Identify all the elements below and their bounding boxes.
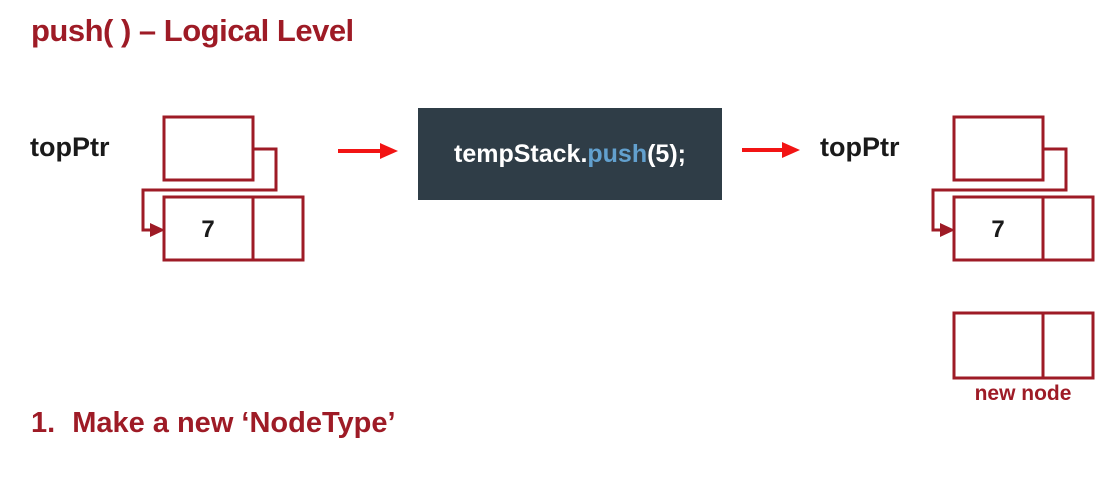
left-topptr-label: topPtr [30, 132, 110, 162]
right-pointer-arrowhead [940, 223, 955, 237]
code-segment-object: tempStack. [454, 139, 588, 168]
arrow-right-head [782, 142, 800, 158]
right-topptr-box [952, 115, 1045, 182]
left-node-box [162, 195, 305, 262]
left-stack-diagram: 7 [141, 115, 305, 262]
page-title: push( ) – Logical Level [31, 13, 354, 48]
right-stack-diagram: 7 [931, 115, 1095, 262]
left-pointer-arrowhead [150, 223, 165, 237]
arrow-right [742, 142, 800, 158]
right-pointer-link [931, 147, 1068, 232]
right-node-value: 7 [991, 216, 1004, 243]
step-text: 1. Make a new ‘NodeType’ [31, 407, 396, 440]
code-segment-method: push [587, 139, 648, 168]
code-segment-args: (5); [647, 139, 686, 168]
right-topptr-label: topPtr [820, 132, 900, 162]
left-node-value: 7 [201, 216, 214, 243]
step-number: 1. [31, 407, 56, 439]
left-pointer-link [141, 147, 278, 232]
new-node-diagram [952, 311, 1095, 380]
left-topptr-box [162, 115, 255, 182]
code-box: tempStack.push(5); [418, 108, 722, 200]
arrow-left [338, 143, 398, 159]
new-node-label: new node [974, 382, 1072, 405]
step-description: Make a new ‘NodeType’ [72, 407, 396, 439]
right-node-box [952, 195, 1095, 262]
arrow-left-head [380, 143, 398, 159]
new-node-box [952, 311, 1095, 380]
